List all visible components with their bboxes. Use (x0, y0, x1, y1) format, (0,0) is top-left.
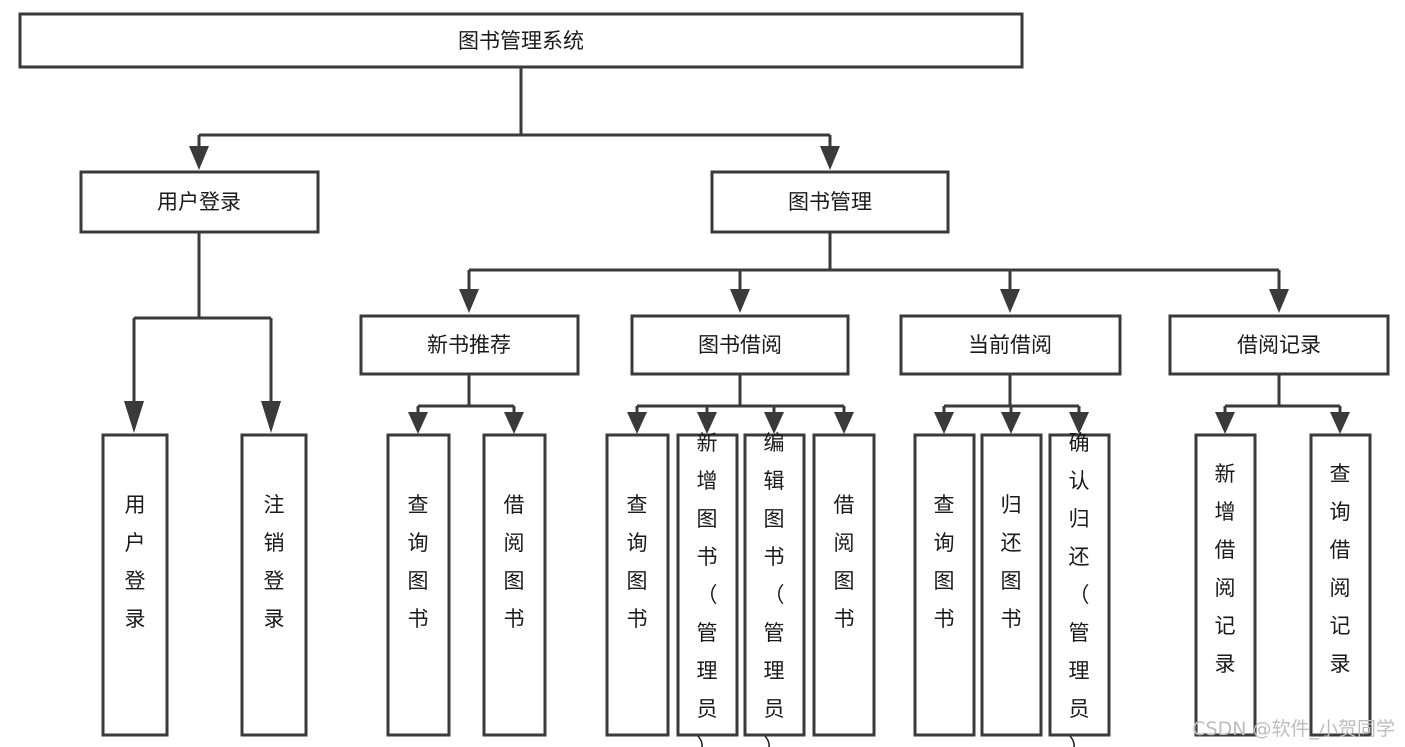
node-leaf-borrow-book-a[interactable]: 借阅图书 (482, 433, 547, 737)
node-leaf-return-book-box[interactable] (980, 433, 1043, 737)
arrow-head-leaf10 (1001, 412, 1021, 434)
arrow-head-l1a (189, 146, 209, 170)
arrow-head-leaf2 (261, 401, 281, 433)
arrow-head-leaf7 (764, 412, 784, 434)
node-leaf-logout-box[interactable] (240, 433, 308, 737)
node-borrow-record[interactable]: 借阅记录 (1168, 314, 1390, 376)
node-current-borrow-box[interactable] (899, 314, 1122, 376)
node-leaf-user-login-box[interactable] (101, 433, 169, 737)
arrow-head-l1b (820, 146, 840, 170)
node-book-borrow-box[interactable] (630, 314, 850, 376)
node-leaf-edit-book[interactable]: 编辑图书（管理员） (743, 431, 806, 747)
arrow-head-l2b (730, 289, 750, 313)
node-user-login-box[interactable] (79, 170, 320, 234)
node-leaf-logout-label: 注销登录 (264, 493, 285, 631)
arrow-head-leaf6 (697, 412, 717, 434)
arrow-head-leaf5 (627, 412, 647, 434)
node-new-book-recommend[interactable]: 新书推荐 (359, 314, 580, 376)
node-new-book-recommend-box[interactable] (359, 314, 580, 376)
node-leaf-query-book-b-label: 查询图书 (627, 493, 648, 631)
node-leaf-borrow-book-b-box[interactable] (812, 433, 876, 737)
node-leaf-edit-book-label: 编辑图书（管理员） (764, 431, 785, 747)
node-leaf-confirm-return-label: 确认归还（管理员） (1069, 431, 1090, 747)
node-leaf-query-book-a-box[interactable] (386, 433, 451, 737)
node-new-book-recommend-label: 新书推荐 (427, 333, 511, 357)
arrow-head-leaf9 (934, 412, 954, 434)
node-leaf-query-book-c-box[interactable] (913, 433, 976, 737)
arrow-head-l2d (1269, 289, 1289, 313)
node-leaf-user-login-label: 用户登录 (125, 493, 146, 631)
node-leaf-query-borrow-record-box[interactable] (1309, 433, 1372, 737)
watermark-label: CSDN @软件_小贺同学 (1192, 718, 1395, 740)
node-root-box[interactable] (18, 12, 1024, 69)
node-leaf-edit-book-box[interactable] (743, 433, 806, 737)
node-leaf-query-book-c-label: 查询图书 (934, 493, 955, 631)
node-book-borrow[interactable]: 图书借阅 (630, 314, 850, 376)
arrow-head-leaf11 (1069, 412, 1089, 434)
node-current-borrow[interactable]: 当前借阅 (899, 314, 1122, 376)
node-leaf-add-book[interactable]: 新增图书（管理员） (676, 431, 739, 747)
node-leaf-query-book-a[interactable]: 查询图书 (386, 433, 451, 737)
node-leaf-query-book-b[interactable]: 查询图书 (605, 433, 670, 737)
node-leaf-confirm-return-box[interactable] (1048, 433, 1111, 737)
node-current-borrow-label: 当前借阅 (968, 333, 1052, 357)
node-leaf-borrow-book-a-box[interactable] (482, 433, 547, 737)
node-root[interactable]: 图书管理系统 (18, 12, 1024, 69)
node-leaf-query-book-a-label: 查询图书 (408, 493, 429, 631)
node-leaf-add-book-label: 新增图书（管理员） (697, 431, 718, 747)
node-leaf-query-borrow-record[interactable]: 查询借阅记录 (1309, 433, 1372, 737)
node-leaf-add-borrow-record-box[interactable] (1194, 433, 1257, 737)
node-borrow-record-label: 借阅记录 (1237, 333, 1321, 357)
node-leaf-query-book-c[interactable]: 查询图书 (913, 433, 976, 737)
arrow-head-leaf13 (1330, 412, 1350, 434)
arrow-head-l2c (1000, 289, 1020, 313)
node-leaf-borrow-book-b-label: 借阅图书 (834, 493, 855, 631)
connector-layer (124, 67, 1350, 434)
arrow-head-leaf3 (408, 412, 428, 434)
node-user-login-label: 用户登录 (157, 190, 241, 214)
node-leaf-borrow-book-b[interactable]: 借阅图书 (812, 433, 876, 737)
node-book-management-box[interactable] (710, 170, 950, 234)
node-leaf-add-book-box[interactable] (676, 433, 739, 737)
node-leaf-query-book-b-box[interactable] (605, 433, 670, 737)
node-leaf-borrow-book-a-label: 借阅图书 (504, 493, 525, 631)
node-leaf-logout[interactable]: 注销登录 (240, 433, 308, 737)
node-leaf-user-login[interactable]: 用户登录 (101, 433, 169, 737)
node-root-label: 图书管理系统 (458, 29, 584, 53)
node-borrow-record-box[interactable] (1168, 314, 1390, 376)
node-leaf-return-book-label: 归还图书 (1001, 493, 1022, 631)
node-leaf-confirm-return[interactable]: 确认归还（管理员） (1048, 431, 1111, 747)
arrow-head-leaf1 (124, 401, 144, 433)
node-leaf-query-borrow-record-label: 查询借阅记录 (1330, 462, 1351, 676)
node-leaf-return-book[interactable]: 归还图书 (980, 433, 1043, 737)
node-user-login[interactable]: 用户登录 (79, 170, 320, 234)
arrow-head-l2a (459, 289, 479, 313)
arrow-head-leaf12 (1215, 412, 1235, 434)
node-leaf-add-borrow-record-label: 新增借阅记录 (1215, 462, 1236, 676)
arrow-head-leaf8 (834, 412, 854, 434)
node-book-management[interactable]: 图书管理 (710, 170, 950, 234)
arrow-head-leaf4 (504, 412, 524, 434)
node-book-management-label: 图书管理 (788, 190, 872, 214)
node-book-borrow-label: 图书借阅 (698, 333, 782, 357)
node-leaf-add-borrow-record[interactable]: 新增借阅记录 (1194, 433, 1257, 737)
